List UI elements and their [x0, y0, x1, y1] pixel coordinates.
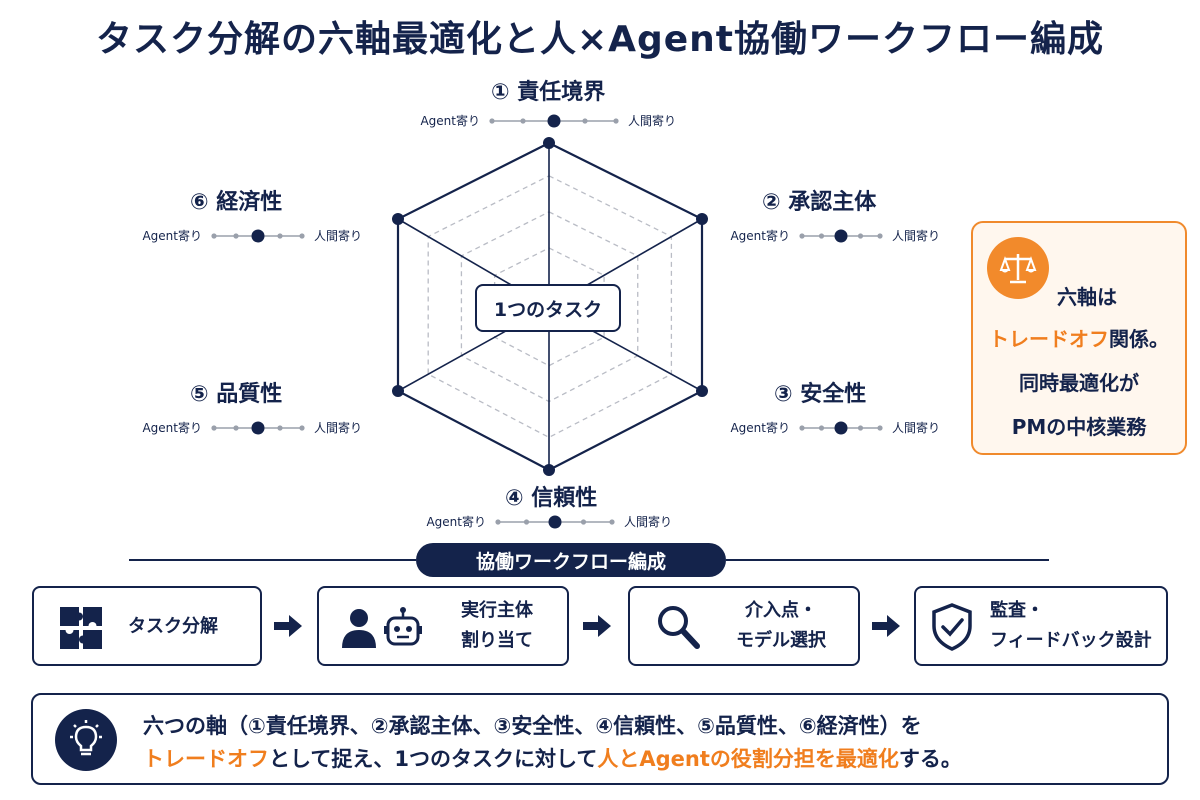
axis-label-safety: ③ 安全性: [774, 382, 867, 407]
workflow-step-intervention[interactable]: 介入点・ モデル選択: [628, 586, 860, 666]
workflow-step-decompose[interactable]: タスク分解: [32, 586, 262, 666]
workflow-step-assign[interactable]: 実行主体 割り当て: [317, 586, 569, 666]
slider-responsibility[interactable]: Agent寄り 人間寄り: [420, 111, 676, 131]
slider-tick: [818, 233, 825, 239]
slider-human-label: 人間寄り: [892, 421, 941, 435]
callout-line-2: トレードオフ関係。: [989, 327, 1169, 351]
slider-tick: [520, 118, 526, 124]
slider-economy[interactable]: Agent寄り 人間寄り: [142, 226, 362, 246]
slider-tick: [582, 118, 588, 124]
slider-agent-label: Agent寄り: [426, 515, 486, 529]
slider-agent-label: Agent寄り: [142, 421, 202, 435]
slider-tick: [299, 425, 305, 431]
hexagon-vertex-dot: [543, 137, 555, 149]
section-divider-left: [129, 559, 416, 561]
summary-line-2: トレードオフとして捉え、1つのタスクに対して人とAgentの役割分担を最適化する…: [143, 747, 962, 771]
slider-tick: [877, 233, 883, 239]
slider-tick: [857, 425, 864, 431]
slider-human-label: 人間寄り: [314, 421, 363, 435]
slider-tick: [211, 425, 217, 431]
step-label: タスク分解: [128, 616, 218, 637]
slider-tick: [818, 425, 825, 431]
summary-box: 六つの軸（①責任境界、②承認主体、③安全性、④信頼性、⑤品質性、⑥経済性）を ト…: [31, 693, 1169, 785]
step-label-line-2: フィードバック設計: [990, 630, 1152, 651]
callout-line-4: PMの中核業務: [1011, 415, 1147, 439]
slider-tick: [613, 118, 619, 124]
step-label-line-2: 割り当て: [461, 630, 533, 651]
balance-scale-icon: [987, 237, 1049, 299]
slider-approval[interactable]: Agent寄り 人間寄り: [730, 226, 940, 246]
slider-knob[interactable]: [548, 515, 562, 529]
callout-line-1: 六軸は: [1057, 285, 1117, 309]
lightbulb-icon: [55, 709, 117, 771]
hexagon-vertex-dot: [392, 213, 404, 225]
workflow-step-audit[interactable]: 監査・ フィードバック設計: [914, 586, 1168, 666]
arrow-right-icon: [583, 615, 611, 637]
shield-check-icon: [930, 602, 974, 656]
slider-agent-label: Agent寄り: [420, 114, 480, 128]
slider-tick: [277, 425, 283, 431]
magnifier-icon: [656, 604, 700, 654]
slider-tick: [799, 425, 805, 431]
step-label-line-2: モデル選択: [736, 630, 826, 651]
section-divider-right: [726, 559, 1049, 561]
slider-quality[interactable]: Agent寄り 人間寄り: [142, 418, 362, 438]
axis-label-economy: ⑥ 経済性: [190, 190, 283, 215]
hexagon-vertex-dot: [696, 385, 708, 397]
callout-highlight-tradeoff: トレードオフ: [989, 327, 1109, 351]
axis-label-responsibility: ① 責任境界: [491, 80, 606, 105]
slider-knob[interactable]: [834, 229, 848, 243]
slider-human-label: 人間寄り: [892, 229, 941, 243]
slider-tick: [799, 233, 805, 239]
slider-agent-label: Agent寄り: [730, 421, 790, 435]
axis-label-reliability: ④ 信頼性: [505, 486, 598, 511]
slider-tick: [299, 233, 305, 239]
arrow-right-icon: [872, 615, 900, 637]
tradeoff-callout: 六軸は トレードオフ関係。 同時最適化が PMの中核業務: [971, 221, 1187, 455]
center-task-box: 1つのタスク: [475, 284, 621, 332]
slider-tick: [877, 425, 883, 431]
slider-tick: [233, 233, 239, 239]
slider-agent-label: Agent寄り: [142, 229, 202, 243]
hexagon-vertex-dot: [543, 464, 555, 476]
axis-label-approval: ② 承認主体: [762, 190, 877, 215]
slider-knob[interactable]: [251, 421, 265, 435]
slider-tick: [609, 519, 615, 525]
slider-reliability[interactable]: Agent寄り 人間寄り: [426, 512, 672, 532]
slider-tick: [523, 519, 530, 525]
slider-knob[interactable]: [834, 421, 848, 435]
slider-tick: [233, 425, 239, 431]
hexagon-vertex-dot: [392, 385, 404, 397]
slider-tick: [489, 118, 495, 124]
slider-tick: [211, 233, 217, 239]
slider-tick: [277, 233, 283, 239]
page-title: タスク分解の六軸最適化と人×Agent協働ワークフロー編成: [95, 19, 1105, 60]
slider-tick: [495, 519, 501, 525]
slider-safety[interactable]: Agent寄り 人間寄り: [730, 418, 940, 438]
robot-icon: [383, 606, 423, 654]
puzzle-icon: [58, 605, 104, 655]
workflow-section-title: 協働ワークフロー編成: [416, 543, 726, 577]
slider-tick: [857, 233, 864, 239]
slider-knob[interactable]: [547, 114, 561, 128]
slider-tick: [580, 519, 587, 525]
step-label-line-1: 介入点・: [745, 600, 817, 621]
slider-human-label: 人間寄り: [628, 114, 677, 128]
slider-human-label: 人間寄り: [624, 515, 673, 529]
slider-human-label: 人間寄り: [314, 229, 363, 243]
slider-knob[interactable]: [251, 229, 265, 243]
step-label-line-1: 監査・: [990, 600, 1044, 621]
arrow-right-icon: [274, 615, 302, 637]
summary-line-1: 六つの軸（①責任境界、②承認主体、③安全性、④信頼性、⑤品質性、⑥経済性）を: [143, 714, 922, 738]
hexagon-vertex-dot: [696, 213, 708, 225]
step-label-line-1: 実行主体: [461, 600, 533, 621]
callout-line-3: 同時最適化が: [1019, 371, 1139, 395]
axis-label-quality: ⑤ 品質性: [190, 382, 283, 407]
slider-agent-label: Agent寄り: [730, 229, 790, 243]
person-icon: [341, 608, 377, 652]
